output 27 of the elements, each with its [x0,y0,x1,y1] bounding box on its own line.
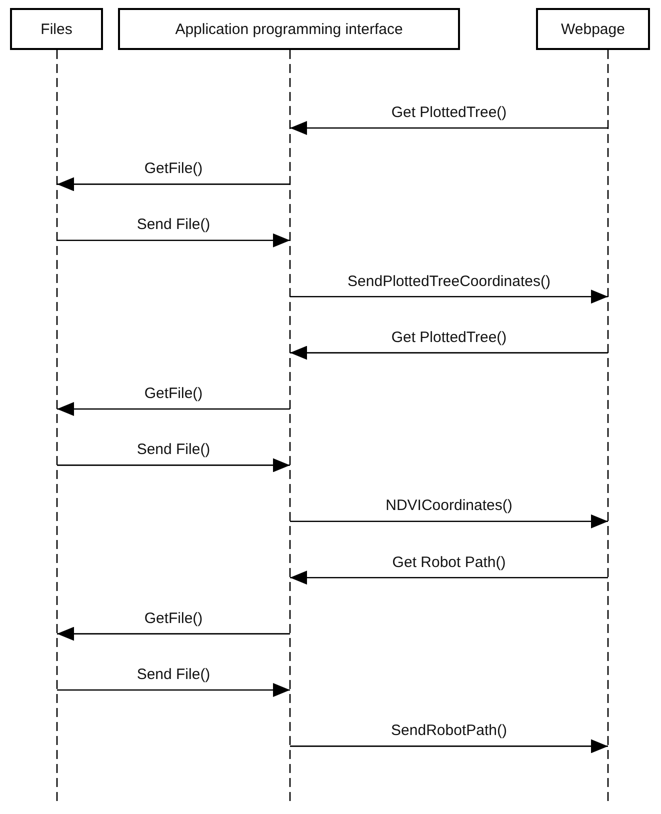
participant-box: Webpage [536,8,650,50]
message-arrow [290,121,608,135]
message-label: Send File() [136,441,210,460]
message-label: Get Robot Path() [392,554,506,572]
message-label: Get PlottedTree() [391,104,507,122]
message-arrow [290,514,608,528]
message-label: Get PlottedTree() [391,328,507,347]
message-label: GetFile() [144,160,203,178]
message-arrow [57,683,290,697]
message-arrow [57,177,290,192]
message-arrow [290,739,608,754]
message-arrow [57,458,290,472]
message-label: NDVICoordinates() [386,497,512,516]
message-arrow [290,570,608,585]
participant-box: Files [10,8,103,50]
message-arrow [57,626,290,641]
message-label: Send File() [136,666,210,684]
message-label: GetFile() [144,610,203,628]
message-label: Send File() [136,216,210,234]
message-arrow [290,346,608,360]
message-label: SendPlottedTreeCoordinates() [348,272,550,291]
message-arrow [57,233,290,248]
message-label: SendRobotPath() [391,722,507,740]
participant-box: Application programming interface [118,8,460,50]
message-arrow [290,290,608,304]
message-label: GetFile() [144,385,203,403]
message-arrow [57,402,290,416]
